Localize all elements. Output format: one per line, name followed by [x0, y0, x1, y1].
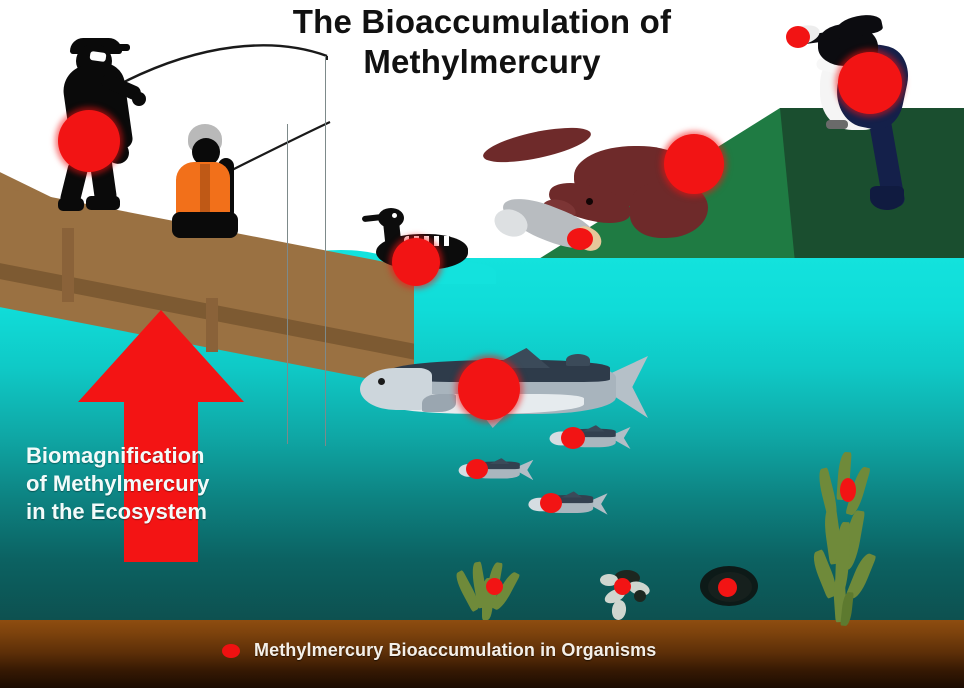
legend-red-dot-icon	[222, 643, 240, 658]
mercury-dot-small-fish-1	[561, 427, 585, 449]
biomagnification-arrow-shaft	[124, 396, 198, 562]
mercury-dot-mussel	[718, 578, 737, 597]
game-fish-pectoral-fin	[422, 394, 456, 412]
game-fish-head	[360, 368, 432, 410]
kingfisher-tail-tip	[870, 186, 904, 210]
small-fish-dorsal-fin	[560, 491, 583, 498]
adult-angler	[52, 28, 182, 218]
small-fish-dorsal-fin	[582, 425, 605, 432]
mercury-dot-adult-angler	[58, 110, 120, 172]
child-angler-life-vest	[176, 162, 230, 218]
loon-head	[378, 208, 404, 228]
small-fish-back	[542, 495, 594, 504]
small-fish-back	[564, 428, 616, 438]
mercury-dot-loon	[392, 238, 440, 286]
lake-bed-sediment	[0, 620, 964, 688]
invertebrate-larva	[598, 568, 656, 621]
small-fish-back	[472, 461, 520, 470]
biomagnification-label-line-3: in the Ecosystem	[26, 498, 207, 524]
fishing-line-child	[287, 124, 288, 444]
mercury-dot-kingfisher	[838, 52, 902, 114]
otter-eye	[586, 198, 593, 205]
legend-label: Methylmercury Bioaccumulation in Organis…	[254, 640, 657, 660]
aquatic-plant-tall	[809, 451, 877, 627]
legend: Methylmercury Bioaccumulation in Organis…	[222, 640, 656, 661]
child-angler-seat	[172, 212, 238, 238]
adult-angler-boot-front	[86, 196, 120, 210]
adult-angler-boot-back	[58, 198, 84, 211]
game-fish-eye	[378, 378, 385, 385]
aquatic-plant-small	[452, 560, 521, 620]
page-title-line-2: Methylmercury	[363, 43, 601, 81]
fishing-rod-adult	[123, 44, 328, 84]
child-angler-head	[192, 138, 220, 166]
dock-piling-right	[206, 298, 218, 352]
mercury-dot-aquatic-plant-small	[486, 578, 503, 595]
mercury-dot-aquatic-plant-tall	[840, 478, 856, 502]
game-fish-adipose-fin	[566, 354, 590, 366]
mercury-dot-invertebrate-larva	[614, 578, 631, 595]
biomagnification-label-line-2: of Methylmercury	[26, 470, 210, 496]
mercury-dot-otter-prey-fish	[567, 228, 593, 250]
mercury-dot-small-fish-2	[466, 459, 488, 479]
adult-angler-cap-bill	[108, 44, 130, 51]
loon-eye	[392, 213, 397, 218]
dock-piling-left	[62, 228, 74, 302]
small-fish-dorsal-fin	[489, 458, 510, 465]
fishing-rod-child	[231, 121, 331, 171]
mercury-dot-otter	[664, 134, 724, 194]
fishing-line-adult	[325, 56, 326, 446]
river-otter	[480, 120, 742, 268]
mercury-dot-small-fish-3	[540, 493, 562, 513]
adult-angler-hand	[132, 92, 146, 106]
page-title: The Bioaccumulation of Methylmercury	[0, 2, 964, 83]
mercury-dot-game-fish	[458, 358, 520, 420]
child-angler-vest-seam	[200, 164, 210, 218]
fishing-gear	[123, 44, 331, 171]
kingfisher-foot	[826, 120, 848, 129]
biomagnification-label: Biomagnification of Methylmercury in the…	[26, 442, 326, 526]
mercury-dot-kingfisher-prey	[786, 26, 810, 48]
biomagnification-label-line-1: Biomagnification	[26, 443, 205, 468]
page-title-line-1: The Bioaccumulation of	[292, 3, 672, 40]
child-angler	[166, 124, 256, 238]
